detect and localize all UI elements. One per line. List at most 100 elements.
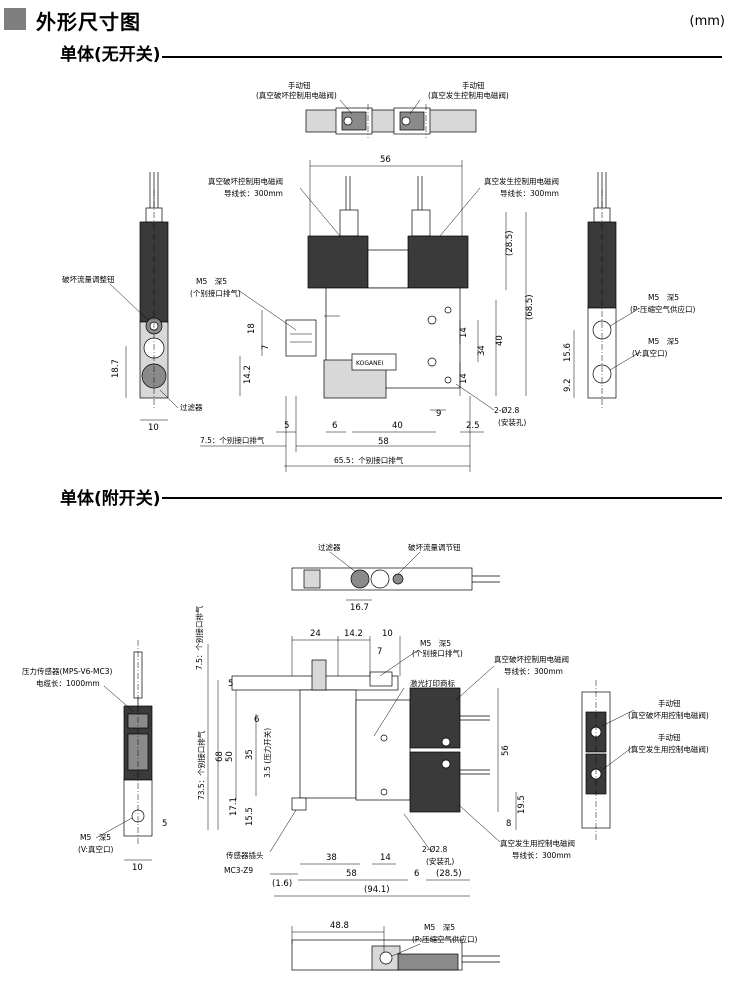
section1-title: 单体(无开关) xyxy=(60,45,161,65)
s1-manual-right: 手动钮 xyxy=(462,80,485,90)
s2-dim-24: 24 xyxy=(310,629,321,639)
s2-dim-5: 5 xyxy=(228,679,233,689)
s2-hole-sub: (安装孔) xyxy=(426,856,454,866)
s2-manual-2-sub: (真空发生用控制电磁阀) xyxy=(628,744,709,754)
s1-dim-14-2: 14.2 xyxy=(243,365,253,384)
s1-m5-exhaust-sub: (个别接口排气) xyxy=(190,288,241,298)
s2-dim-28-5: (28.5) xyxy=(436,869,462,879)
svg-text:KOGANEI: KOGANEI xyxy=(356,360,383,367)
s2-manual-1: 手动钮 xyxy=(658,698,681,708)
s2-dim-58: 58 xyxy=(346,869,357,879)
s1-valve-right-lead: 导线长：300mm xyxy=(500,188,559,198)
s1-dim-40h: 40 xyxy=(392,421,403,431)
s2-manual-2: 手动钮 xyxy=(658,732,681,742)
s2-dim-94-1: (94.1) xyxy=(364,885,390,895)
s2-left-side-view xyxy=(123,640,153,846)
s2-sensor-model: MC3-Z9 xyxy=(224,866,253,875)
s2-dim-14: 14 xyxy=(380,853,391,863)
section1-rule xyxy=(162,56,722,58)
s2-m5-p: M5 深5 xyxy=(424,923,455,932)
s2-dim-38: 38 xyxy=(326,853,337,863)
s1-dim-68-5: (68.5) xyxy=(525,294,535,320)
s2-dim-7: 7 xyxy=(377,647,382,657)
unit-label: (mm) xyxy=(689,14,725,29)
s1-dim-34: 34 xyxy=(477,345,487,356)
s1-flow-knob: 破坏流量调整钮 xyxy=(62,274,115,284)
s2-hole: 2-Ø2.8 xyxy=(422,845,448,854)
s1-m5-v-sub: (V:真空口) xyxy=(632,348,667,358)
s2-dim-14-2: 14.2 xyxy=(344,629,363,639)
page-title: 外形尺寸图 xyxy=(36,10,141,34)
s1-dim-10: 10 xyxy=(148,423,159,433)
s2-dim-10s: 10 xyxy=(132,863,143,873)
s1-manual-right-sub: (真空发生控制用电磁阀) xyxy=(428,90,509,100)
s1-manual-left: 手动钮 xyxy=(288,80,311,90)
s1-dim-15-6: 15.6 xyxy=(563,343,573,362)
s2-dim-19-5: 19.5 xyxy=(517,795,527,814)
s1-dim-18: 18 xyxy=(247,323,257,334)
s2-sensor-cable: 电缆长：1000mm xyxy=(36,678,100,688)
s2-dim-48-8: 48.8 xyxy=(330,921,349,931)
s1-valve-left-lead: 导线长：300mm xyxy=(224,188,283,198)
s1-dim-5: 5 xyxy=(284,421,289,431)
section2-rule xyxy=(162,497,722,499)
s2-manual-1-sub: (真空破坏用控制电磁阀) xyxy=(628,710,709,720)
s2-pressure-sensor: 压力传感器(MPS-V6-MC3) xyxy=(22,666,113,676)
s1-hole: 2-Ø2.8 xyxy=(494,406,520,415)
s2-dim-10: 10 xyxy=(382,629,393,639)
s1-exhaust-7-5: 7.5：个别接口排气 xyxy=(200,435,265,445)
s2-valve-gen-lead: 导线长：300mm xyxy=(512,850,571,860)
s1-right-side-view xyxy=(587,172,617,410)
s2-bottom-view xyxy=(291,939,500,971)
s1-valve-right: 真空发生控制用电磁阀 xyxy=(484,176,559,186)
s1-dim-40v: 40 xyxy=(495,335,505,346)
s2-filter: 过滤器 xyxy=(318,542,341,552)
s1-top-view xyxy=(305,99,477,138)
s2-m5-v-sub: (V:真空口) xyxy=(78,844,113,854)
s2-side-pressure-switch: 3.5 (压力开关) xyxy=(262,728,272,778)
s2-valve-break-lead: 导线长：300mm xyxy=(504,666,563,676)
s2-dim-8: 8 xyxy=(506,819,511,829)
s1-m5-p-sub: (P:压缩空气供应口) xyxy=(630,304,695,314)
s2-m5-exhaust-sub: (个别接口排气) xyxy=(412,648,463,658)
s2-m5-p-sub: (P:压缩空气供应口) xyxy=(412,934,477,944)
s2-top-view xyxy=(291,567,500,591)
section2-title: 单体(附开关) xyxy=(60,489,161,509)
s1-filter: 过滤器 xyxy=(180,402,203,412)
s2-dim-17-1: 17.1 xyxy=(229,797,239,816)
s1-dim-6: 6 xyxy=(332,421,337,431)
s2-dim-15-5: 15.5 xyxy=(245,807,255,826)
header-marker xyxy=(4,8,26,30)
s1-dim-7: 7 xyxy=(261,345,271,350)
s2-dim-56: 56 xyxy=(501,745,511,756)
s1-dim-14a: 14 xyxy=(459,327,469,338)
s2-side-exhaust-7-5: 7.5：个别接口排气 xyxy=(194,605,204,670)
s1-dim-58: 58 xyxy=(378,437,389,447)
s2-dim-6: 6 xyxy=(254,715,259,725)
s2-dim-16-7: 16.7 xyxy=(350,603,369,613)
s2-dim-1-6: (1.6) xyxy=(272,879,292,889)
s2-dim-50: 50 xyxy=(225,751,235,762)
s1-m5-exhaust: M5 深5 xyxy=(196,277,227,286)
s2-side-exhaust-73-5: 73.5：个别接口排气 xyxy=(196,730,206,800)
s1-dim-18-7: 18.7 xyxy=(111,359,121,378)
s2-m5-v: M5 深5 xyxy=(80,833,111,842)
s1-dim-9: 9 xyxy=(436,409,441,419)
s2-sensor-head: 传感器插头 xyxy=(226,850,264,860)
s2-dim-5s: 5 xyxy=(162,819,167,829)
s1-manual-left-sub: (真空破坏控制用电磁阀) xyxy=(256,90,337,100)
s2-m5-exhaust: M5 深5 xyxy=(420,639,451,648)
s1-hole-sub: (安装孔) xyxy=(498,417,526,427)
s1-dim-28-5: (28.5) xyxy=(505,230,515,256)
s2-dim-35: 35 xyxy=(245,749,255,760)
s2-dim-68: 68 xyxy=(215,751,225,762)
s1-dim-9-2: 9.2 xyxy=(563,378,573,392)
s2-flow-knob: 破坏流量调节钮 xyxy=(408,542,461,552)
s1-dim-14b: 14 xyxy=(459,373,469,384)
s1-m5-p: M5 深5 xyxy=(648,293,679,302)
s1-left-side-view xyxy=(139,172,169,410)
s1-dim-56: 56 xyxy=(380,155,391,165)
s2-laser-mark: 激光打印商标 xyxy=(410,678,455,688)
s1-exhaust-65-5: 65.5：个别接口排气 xyxy=(334,455,404,465)
